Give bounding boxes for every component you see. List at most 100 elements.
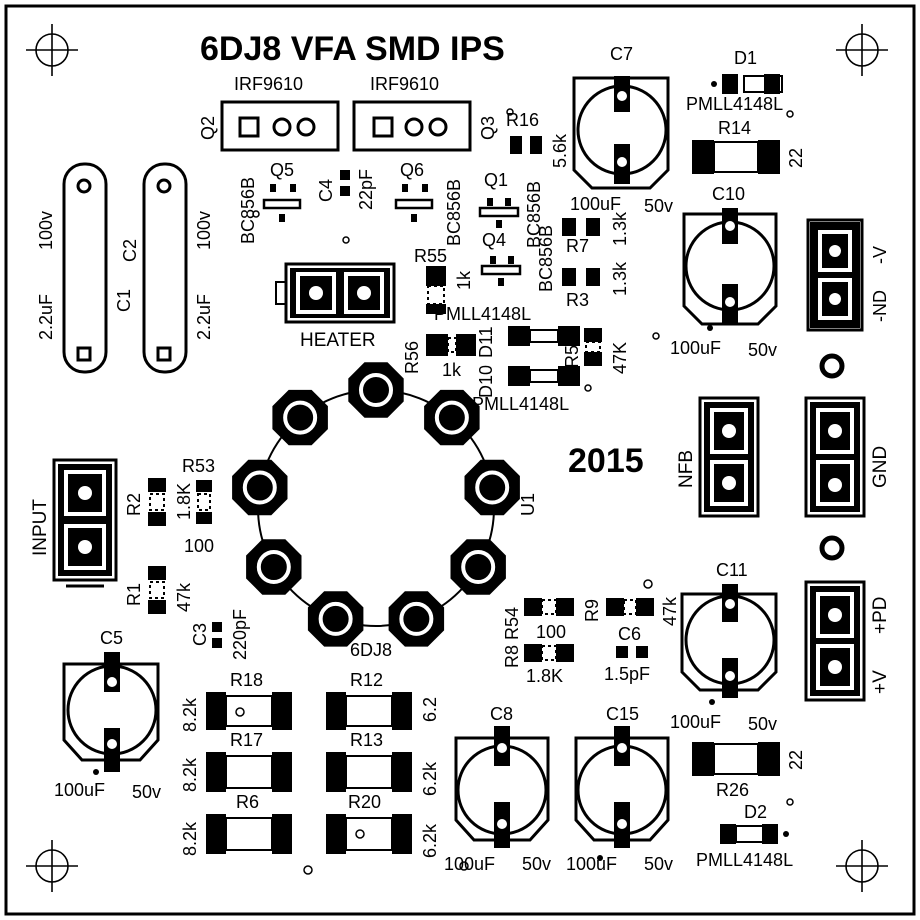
c10-value: 100uF — [670, 338, 721, 358]
u1-tube-socket: 6DJ8 U1 — [232, 362, 538, 660]
r26-ref: R26 — [716, 780, 749, 800]
via — [342, 236, 350, 244]
via — [303, 865, 313, 875]
q3-mosfet: IRF9610 Q3 — [352, 74, 498, 152]
c1-ref: C1 — [114, 289, 134, 312]
c15-value: 100uF — [566, 854, 617, 874]
r7-resistor: R7 1.3k — [562, 211, 630, 256]
r20-resistor: R20 6.2k — [326, 792, 440, 858]
r26-value: 22 — [786, 750, 806, 770]
d10-part: PMLL4148L — [472, 394, 569, 414]
r18-value: 8.2k — [180, 697, 200, 732]
tube-pin — [232, 459, 288, 516]
c1-value: 2.2uF — [36, 294, 56, 340]
nfb-connector: NFB — [676, 396, 760, 518]
hole-marker — [819, 353, 845, 379]
d2-part: PMLL4148L — [696, 850, 793, 870]
c6-capacitor: C6 1.5pF — [604, 624, 650, 684]
r55-resistor: R55 1k — [414, 246, 474, 314]
nfb-label: NFB — [676, 450, 697, 488]
q1-transistor: Q1 BC856B — [478, 170, 544, 248]
year-label: 2015 — [568, 442, 644, 480]
d10-ref: D10 — [476, 365, 496, 398]
tube-value: 6DJ8 — [350, 640, 392, 660]
mounting-hole-bl — [26, 840, 78, 892]
c11-ref: C11 — [716, 560, 748, 580]
d11-part: PMLL4148L — [434, 304, 531, 324]
tube-pin — [388, 591, 445, 647]
r13-ref: R13 — [350, 730, 383, 750]
pos-v-label: +V — [870, 670, 891, 694]
r1-resistor: R1 47k — [124, 566, 194, 614]
c7-ref: C7 — [610, 44, 633, 64]
r8-resistor: R8 1.8K — [502, 644, 574, 686]
tube-pin — [348, 362, 404, 418]
c8-value: 100uF — [444, 854, 495, 874]
r16-ref: R16 — [506, 110, 539, 130]
r3-resistor: R3 1.3k — [562, 261, 630, 310]
q4-ref: Q4 — [482, 230, 506, 250]
c2-ref: C2 — [120, 239, 140, 262]
q1-ref: Q1 — [484, 170, 508, 190]
q5-transistor: Q5 BC856B — [238, 160, 302, 244]
r2-value: 1.8K — [174, 483, 194, 520]
r9-value: 47k — [660, 596, 680, 626]
q2-mosfet: IRF9610 Q2 — [198, 74, 340, 152]
heater-connector: HEATER — [275, 262, 396, 351]
d10-diode: D10 PMLL4148L — [472, 365, 592, 414]
r53-ref: R53 — [182, 456, 215, 476]
c3-value: 220pF — [230, 609, 250, 660]
r14-value: 22 — [786, 148, 806, 168]
r13-resistor: R13 6.2k — [326, 730, 440, 796]
c1-voltage: 100v — [36, 211, 56, 250]
r8-ref: R8 — [502, 645, 522, 668]
q4-transistor: Q4 BC856B — [480, 225, 556, 292]
c3-ref: C3 — [190, 623, 210, 646]
q1-part: BC856B — [524, 181, 544, 248]
tube-pin — [272, 389, 328, 446]
heater-label: HEATER — [300, 330, 376, 351]
board-outline — [4, 4, 916, 916]
r5-value: 47K — [610, 342, 630, 374]
c3-capacitor: C3 220pF — [190, 609, 250, 660]
r6-value: 8.2k — [180, 821, 200, 856]
r13-value: 6.2k — [420, 761, 440, 796]
c7-electrolytic: C7 100uF 50v — [570, 44, 673, 216]
r9-resistor: R9 47k — [582, 579, 680, 626]
c15-ref: C15 — [606, 704, 639, 724]
tube-pin — [450, 539, 506, 595]
d11-ref: D11 — [476, 326, 496, 358]
q3-part: IRF9610 — [370, 74, 439, 94]
r3-value: 1.3k — [610, 261, 630, 296]
hole-marker — [819, 535, 845, 561]
tube-ref: U1 — [518, 493, 538, 516]
r3-ref: R3 — [566, 290, 589, 310]
r16-value: 5.6k — [550, 133, 570, 168]
r17-value: 8.2k — [180, 757, 200, 792]
r5-resistor: R5 47K — [562, 328, 630, 374]
r12-ref: R12 — [350, 670, 383, 690]
r16-resistor: R16 5.6k — [506, 108, 570, 168]
c5-ref: C5 — [100, 628, 123, 648]
q6-transistor: Q6 BC856B — [394, 160, 464, 246]
r54-ref: R54 — [502, 607, 522, 640]
r14-ref: R14 — [718, 118, 751, 138]
mounting-hole-tl — [26, 24, 78, 76]
c6-value: 1.5pF — [604, 664, 650, 684]
r2-ref: R2 — [124, 493, 144, 516]
r1-value: 47k — [174, 582, 194, 612]
gnd-connector: GND — [804, 396, 891, 518]
r8-value: 1.8K — [526, 666, 563, 686]
q4-part: BC856B — [536, 225, 556, 292]
c4-ref: C4 — [316, 179, 336, 202]
c11-electrolytic: C11 100uF 50v — [670, 560, 778, 734]
d2-ref: D2 — [744, 802, 767, 822]
r26-resistor: 22 R26 — [692, 742, 806, 800]
r9-ref: R9 — [582, 599, 602, 622]
d1-ref: D1 — [734, 48, 757, 68]
q6-ref: Q6 — [400, 160, 424, 180]
r20-value: 6.2k — [420, 823, 440, 858]
q2-part: IRF9610 — [234, 74, 303, 94]
